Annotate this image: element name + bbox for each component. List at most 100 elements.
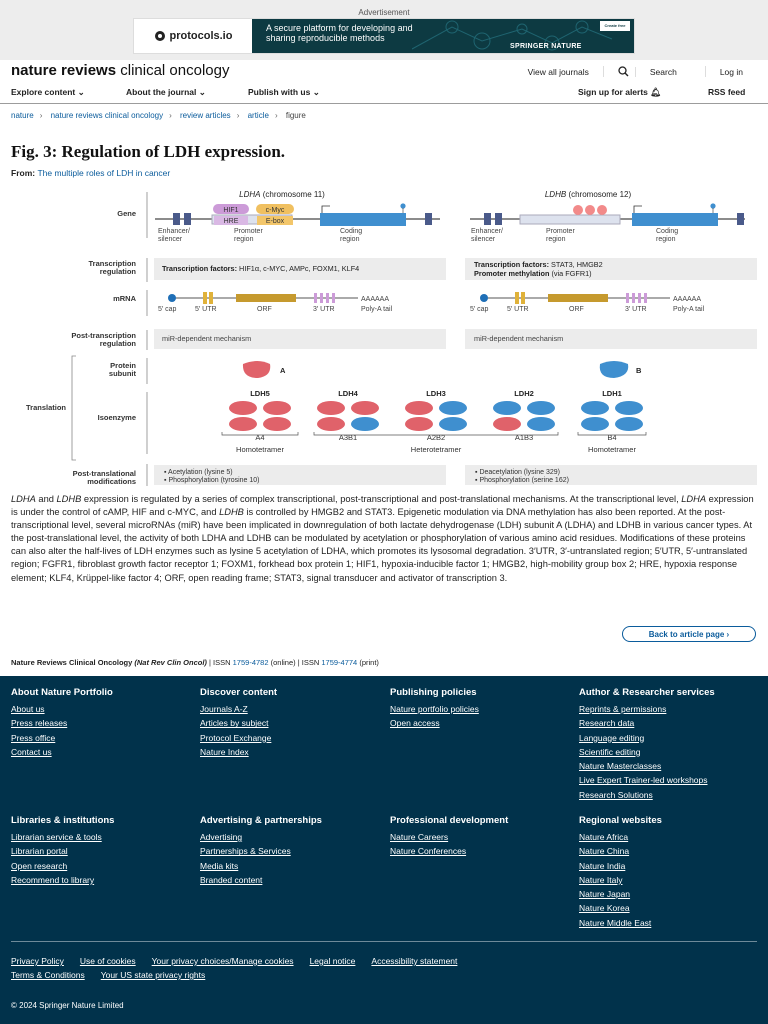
- subunit-b-label: B: [636, 366, 642, 375]
- nav-sign-up-alerts[interactable]: Sign up for alerts 🔔︎: [578, 87, 662, 97]
- protocols-icon: [154, 31, 165, 41]
- ad-cta-button[interactable]: Create free account: [600, 21, 630, 38]
- nav-rss-feed[interactable]: RSS feed: [708, 87, 746, 97]
- hre-label: HRE: [224, 218, 239, 225]
- chevron-down-icon: ⌄: [77, 87, 85, 97]
- footer-link[interactable]: Nature Japan: [579, 889, 631, 900]
- footer-link[interactable]: Open research: [11, 860, 68, 871]
- nav-explore-content[interactable]: Explore content ⌄: [11, 87, 85, 97]
- subunit-a: [263, 417, 291, 431]
- subunit-b: [439, 417, 467, 431]
- footer-link[interactable]: Nature Masterclasses: [579, 761, 662, 772]
- footer-link[interactable]: Partnerships & Services: [200, 846, 291, 857]
- svg-text:Poly-A tail: Poly-A tail: [361, 306, 393, 313]
- footer-link[interactable]: Research data: [579, 718, 635, 729]
- isoenzyme-name-2: LDH3: [426, 389, 446, 398]
- footer-link[interactable]: Nature portfolio policies: [390, 704, 479, 714]
- footer-link[interactable]: Nature Africa: [579, 832, 629, 842]
- footer-link[interactable]: Press releases: [11, 718, 68, 729]
- footer-link[interactable]: Contact us: [11, 746, 52, 757]
- breadcrumb-review-articles[interactable]: review articles: [180, 111, 231, 120]
- back-to-article-button[interactable]: Back to article page ›: [622, 626, 756, 642]
- footer-link[interactable]: Nature Korea: [579, 903, 630, 914]
- view-all-journals-link[interactable]: View all journals: [527, 66, 589, 77]
- journal-issn: Nature Reviews Clinical Oncology (Nat Re…: [11, 658, 379, 667]
- bell-icon: 🔔︎: [650, 87, 662, 97]
- footer-link[interactable]: Research Solutions: [579, 789, 653, 800]
- ldhb-mrna-diagram: AAAAAA 5′ cap 5′ UTR ORF 3′ UTR Poly-A t…: [470, 292, 705, 313]
- footer-link[interactable]: Librarian service & tools: [11, 832, 102, 842]
- footer-link[interactable]: Nature Middle East: [579, 917, 652, 928]
- footer-link[interactable]: Branded content: [200, 874, 263, 885]
- tetramer-label-2: Homotetramer: [588, 445, 636, 454]
- footer-link[interactable]: Advertising: [200, 832, 243, 842]
- ldha-ptm-1: ▪ Acetylation (lysine 5): [164, 469, 233, 476]
- subunit-a: [493, 417, 521, 431]
- ebox-label: E-box: [266, 218, 285, 225]
- figure-caption: LDHA and LDHB expression is regulated by…: [11, 494, 754, 583]
- isoenzyme-composition-4: B4: [607, 433, 616, 442]
- footer-link[interactable]: Recommend to library: [11, 874, 95, 885]
- subunit-a: [405, 401, 433, 415]
- breadcrumb-nature[interactable]: nature: [11, 111, 34, 120]
- subunit-a-label: A: [280, 366, 286, 375]
- subunit-a: [229, 417, 257, 431]
- footer-legal-link[interactable]: Your privacy choices/Manage cookies: [151, 956, 294, 966]
- nav-publish-with-us[interactable]: Publish with us ⌄: [248, 87, 320, 97]
- svg-text:5′ UTR: 5′ UTR: [507, 306, 529, 313]
- subunit-a: [317, 417, 345, 431]
- footer-link[interactable]: Librarian portal: [11, 846, 68, 857]
- footer-link[interactable]: Language editing: [579, 732, 645, 743]
- svg-text:3′ UTR: 3′ UTR: [625, 306, 647, 313]
- footer-link[interactable]: Nature China: [579, 846, 630, 857]
- issn-print-link[interactable]: 1759-4774: [321, 658, 358, 667]
- footer-legal-link[interactable]: Your US state privacy rights: [100, 970, 206, 980]
- footer-link[interactable]: Nature India: [579, 860, 626, 871]
- footer-link[interactable]: Nature Conferences: [390, 846, 467, 857]
- svg-text:5′ cap: 5′ cap: [158, 306, 177, 313]
- isoenzyme-composition-1: A3B1: [339, 433, 357, 442]
- journal-logo[interactable]: nature reviews clinical oncology: [11, 62, 230, 79]
- footer-column-title: Publishing policies: [390, 687, 477, 698]
- footer-link[interactable]: Protocol Exchange: [200, 732, 272, 743]
- footer-legal-link[interactable]: Privacy Policy: [11, 956, 64, 966]
- search-button[interactable]: Search: [602, 66, 705, 77]
- ad-label: Advertisement: [358, 8, 410, 17]
- footer-link[interactable]: Reprints & permissions: [579, 704, 667, 714]
- footer-legal-link[interactable]: Use of cookies: [79, 956, 136, 966]
- ldha-gene-title: LDHA (chromosome 11): [239, 190, 325, 199]
- footer-link[interactable]: Open access: [390, 718, 440, 729]
- breadcrumb-article[interactable]: article: [247, 111, 269, 120]
- issn-online-link[interactable]: 1759-4782: [232, 658, 269, 667]
- footer-legal-link[interactable]: Terms & Conditions: [11, 970, 85, 980]
- search-label: Search: [634, 66, 691, 77]
- footer-link[interactable]: Live Expert Trainer-led workshops: [579, 775, 708, 786]
- footer-link[interactable]: Articles by subject: [200, 718, 269, 729]
- source-article-link[interactable]: The multiple roles of LDH in cancer: [37, 168, 171, 178]
- footer-link[interactable]: Nature Index: [200, 746, 249, 757]
- footer-link[interactable]: Press office: [11, 732, 56, 743]
- footer-divider: [11, 941, 757, 942]
- row-label-gene: Gene: [117, 209, 136, 218]
- isoenzyme-name-1: LDH4: [338, 389, 358, 398]
- footer-column-title: About Nature Portfolio: [11, 687, 113, 698]
- ad-banner[interactable]: protocols.io A secure platform for devel…: [133, 18, 635, 54]
- footer-link[interactable]: Media kits: [200, 860, 239, 871]
- footer-legal-link[interactable]: Accessibility statement: [371, 956, 458, 966]
- breadcrumb-journal[interactable]: nature reviews clinical oncology: [50, 111, 164, 120]
- footer-link[interactable]: Journals A-Z: [200, 704, 248, 714]
- footer-link[interactable]: Scientific editing: [579, 746, 641, 757]
- footer-legal-link[interactable]: Legal notice: [309, 956, 356, 966]
- ldha-mir-mechanism: miR-dependent mechanism: [162, 334, 251, 343]
- footer-link[interactable]: Nature Careers: [390, 832, 449, 842]
- footer-link[interactable]: About us: [11, 704, 45, 714]
- nav-about-journal[interactable]: About the journal ⌄: [126, 87, 206, 97]
- figure-source: From: The multiple roles of LDH in cance…: [11, 168, 171, 178]
- login-link[interactable]: Log in: [704, 66, 757, 77]
- footer-link[interactable]: Nature Italy: [579, 874, 623, 885]
